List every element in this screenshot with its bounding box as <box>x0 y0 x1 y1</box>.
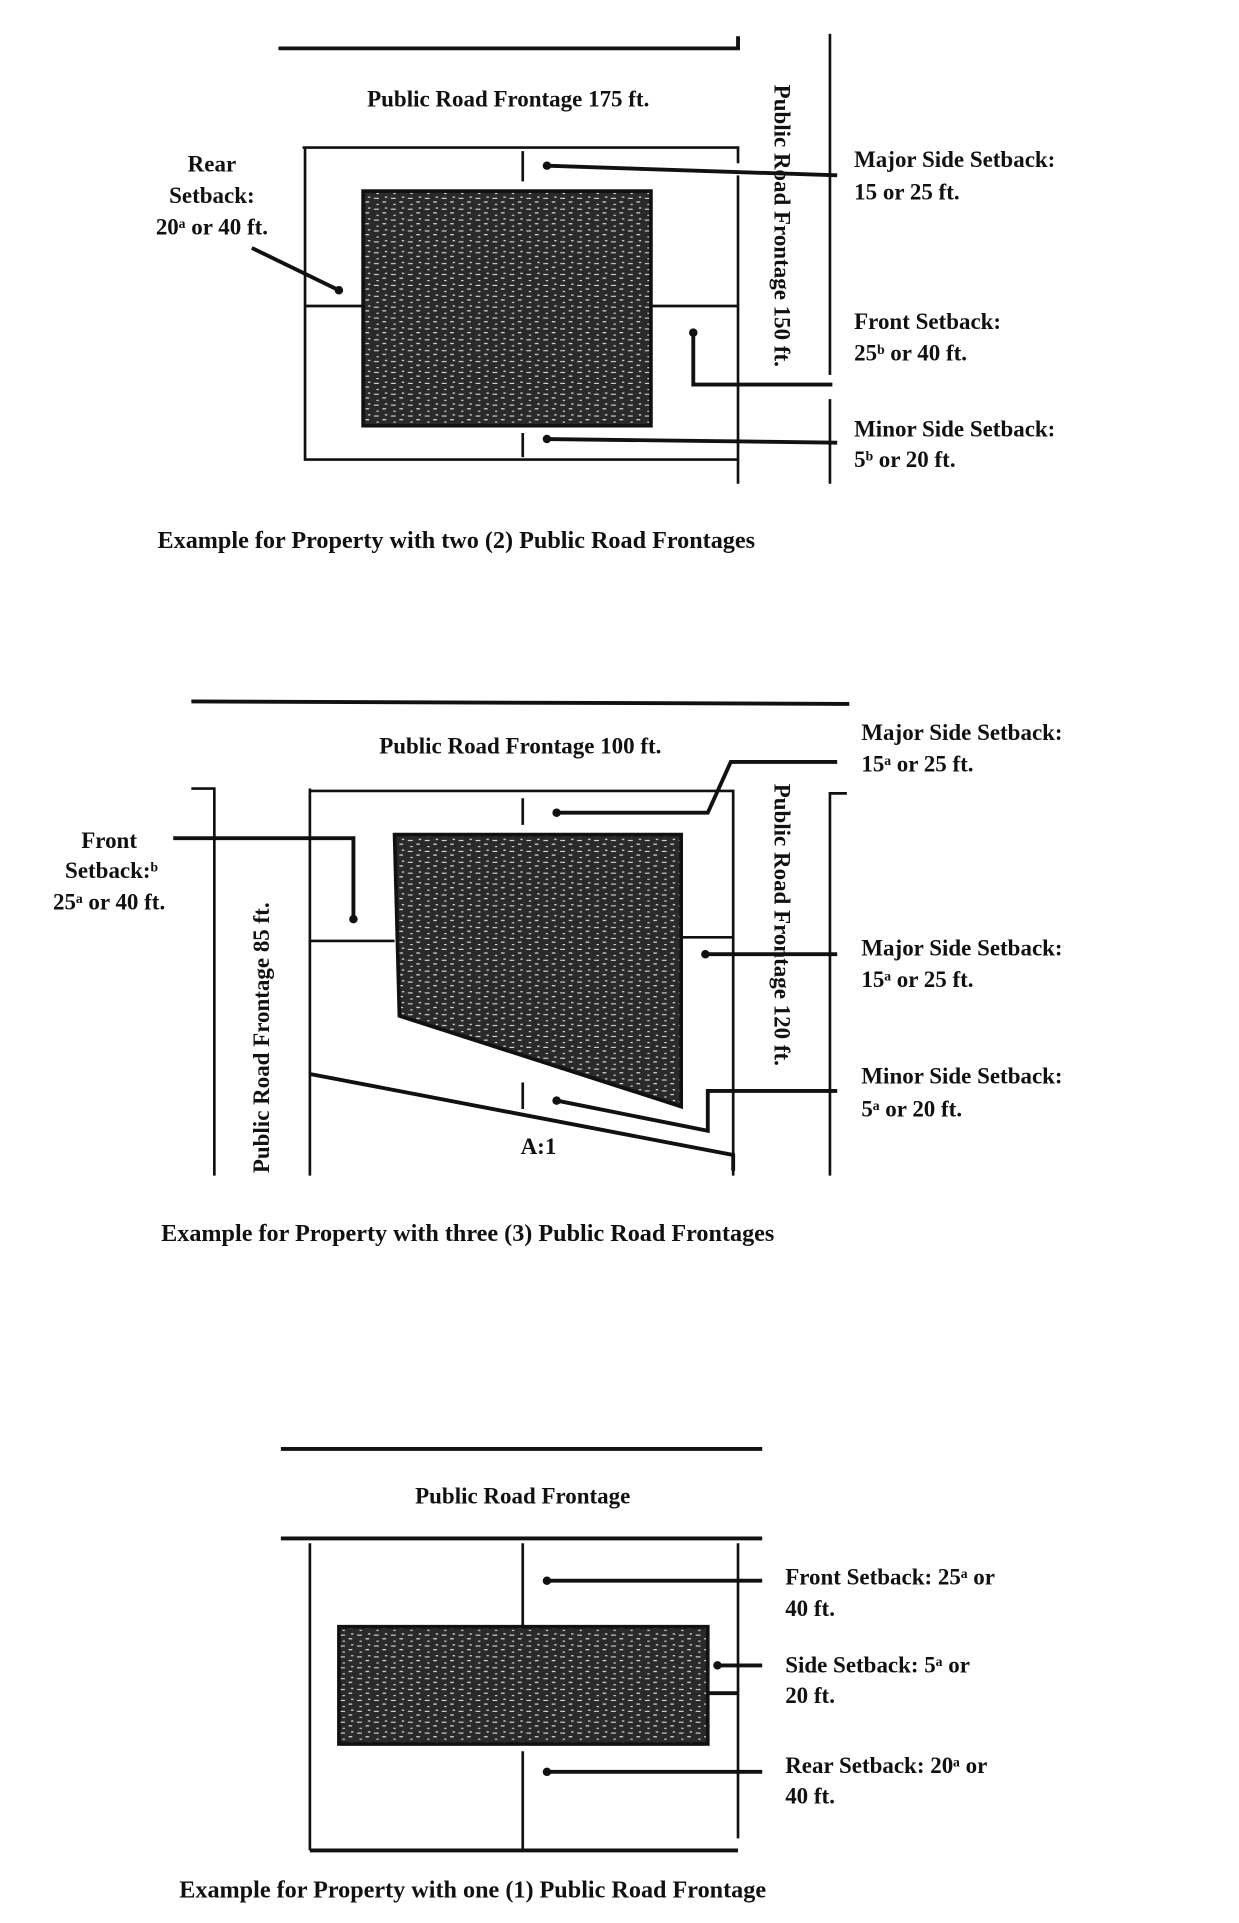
caption: Example for Property with three (3) Publ… <box>161 1220 774 1247</box>
diagram-one-frontage: Public Road Frontage Front Setback: 25ᵃ … <box>179 1446 995 1904</box>
leader-dot <box>713 1661 722 1670</box>
building <box>337 1624 710 1746</box>
leader-dot <box>542 1576 552 1585</box>
label: 20ᵃ or 40 ft. <box>156 215 268 240</box>
caption: Example for Property with one (1) Public… <box>179 1877 766 1904</box>
leader-dot <box>552 1096 561 1105</box>
leader-dot <box>542 1767 552 1777</box>
label: Setback:ᵇ <box>65 858 158 883</box>
lot-boundary <box>308 1543 740 1851</box>
label: 15ᵃ or 25 ft. <box>861 967 973 992</box>
diagram-three-frontages: Public Road Frontage 100 ft. Public Road… <box>53 699 1063 1247</box>
building <box>361 189 653 428</box>
top-road-label: Public Road Frontage <box>415 1483 630 1508</box>
setback-lines <box>309 798 734 1110</box>
label: Rear Setback: 20ᵃ or <box>785 1753 987 1778</box>
label: 25ᵃ or 40 ft. <box>53 889 165 914</box>
side-leader <box>707 1663 763 1696</box>
label: 40 ft. <box>785 1596 835 1621</box>
label: 20 ft. <box>785 1683 835 1708</box>
lot-diagonal <box>309 1072 736 1171</box>
setback-lines <box>305 151 739 458</box>
building <box>392 832 683 1110</box>
ratio-label: A:1 <box>521 1134 557 1159</box>
label: 40 ft. <box>785 1783 835 1808</box>
label: 5ᵇ or 20 ft. <box>854 447 955 472</box>
road-line-top <box>278 36 740 51</box>
rear-leader <box>250 246 340 293</box>
label: Major Side Setback: <box>861 720 1062 745</box>
front-leader <box>691 332 833 387</box>
leader-dot <box>542 434 552 444</box>
side-road-label: Public Road Frontage 150 ft. <box>769 85 794 367</box>
leader-dot <box>701 950 710 959</box>
label: Minor Side Setback: <box>861 1064 1062 1089</box>
leader-dot <box>349 914 358 924</box>
label: Side Setback: 5ᵃ or <box>785 1653 970 1678</box>
lot-boundary <box>191 787 847 1176</box>
label: Rear <box>188 152 236 177</box>
road-line-top <box>191 699 850 706</box>
label: Front Setback: 25ᵃ or <box>785 1564 995 1589</box>
major-side-leader <box>546 163 838 178</box>
top-road-label: Public Road Frontage 100 ft. <box>379 733 661 758</box>
front-leader <box>173 836 356 920</box>
top-road-label: Public Road Frontage 175 ft. <box>367 86 649 111</box>
diagram-two-frontages: Public Road Frontage 175 ft. Public Road… <box>156 33 1055 554</box>
minor-side-leader <box>546 437 838 445</box>
label: 15ᵃ or 25 ft. <box>861 752 973 777</box>
label: Setback: <box>169 183 255 208</box>
label: Front <box>81 828 137 853</box>
label: 25ᵇ or 40 ft. <box>854 340 967 365</box>
label: 15 or 25 ft. <box>854 180 959 205</box>
minor-side-leader <box>556 1088 838 1134</box>
label: 5ᵃ or 20 ft. <box>861 1096 962 1121</box>
right-road-label: Public Road Frontage 120 ft. <box>769 784 794 1066</box>
label: Minor Side Setback: <box>854 417 1055 442</box>
lot-boundary <box>302 33 832 484</box>
label: Front Setback: <box>854 309 1001 334</box>
major-side-leader-top <box>556 760 838 815</box>
caption: Example for Property with two (2) Public… <box>157 527 755 554</box>
leader-dot <box>334 286 344 295</box>
leader-dot <box>542 161 552 170</box>
leader-dot <box>552 808 561 817</box>
leader-dot <box>689 328 698 337</box>
label: Major Side Setback: <box>861 935 1062 960</box>
label: Major Side Setback: <box>854 147 1055 172</box>
left-road-label: Public Road Frontage 85 ft. <box>249 902 274 1173</box>
